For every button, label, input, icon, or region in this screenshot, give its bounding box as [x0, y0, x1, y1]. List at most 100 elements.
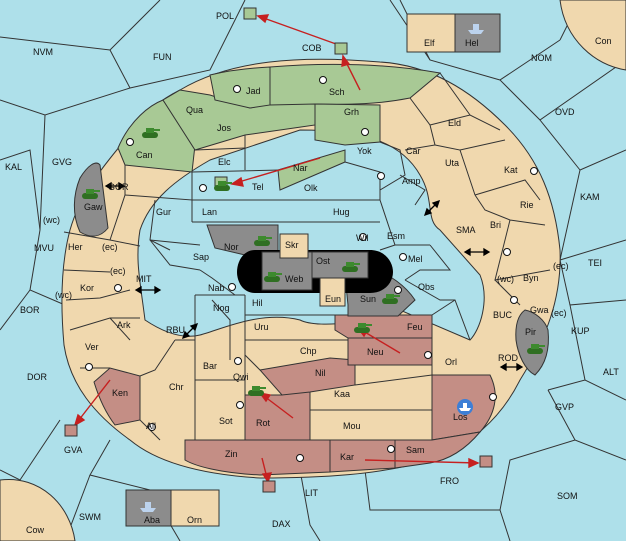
label-can: Can — [136, 150, 153, 160]
label-ec4: (ec) — [551, 308, 567, 318]
region-neu[interactable] — [347, 337, 433, 366]
label-rbu: RBU — [166, 325, 185, 335]
label-grh: Grh — [344, 107, 359, 117]
label-los: Los — [453, 412, 468, 422]
tank-icon — [382, 294, 400, 304]
label-sma: SMA — [456, 225, 476, 235]
label-dor: DOR — [27, 372, 48, 382]
label-pir: Pir — [525, 327, 536, 337]
label-aba: Aba — [144, 515, 160, 525]
label-qua: Qua — [186, 105, 203, 115]
label-con: Con — [595, 36, 612, 46]
label-skr: Skr — [285, 240, 299, 250]
label-nil: Nil — [315, 368, 326, 378]
label-yok: Yok — [357, 146, 372, 156]
label-amp: Amp — [402, 176, 421, 186]
tank-icon — [342, 262, 360, 272]
region-elf[interactable] — [406, 13, 456, 53]
label-gaw: Gaw — [84, 202, 103, 212]
label-fro: FRO — [440, 476, 459, 486]
label-wil: Wil — [356, 233, 369, 243]
label-nor: Nor — [224, 242, 239, 252]
label-tel: Tel — [252, 182, 264, 192]
region-ken[interactable] — [93, 367, 141, 426]
label-kup: KUP — [571, 326, 590, 336]
label-wc1: (wc) — [43, 215, 60, 225]
tank-icon — [264, 272, 282, 282]
label-nom: NOM — [531, 53, 552, 63]
label-swm: SWM — [79, 512, 101, 522]
label-elc: Elc — [218, 157, 231, 167]
label-uru: Uru — [254, 322, 269, 332]
label-hug: Hug — [333, 207, 350, 217]
tank-icon — [527, 344, 545, 354]
label-nar: Nar — [293, 163, 308, 173]
label-hel: Hel — [465, 38, 479, 48]
label-her: Her — [68, 242, 83, 252]
label-ost: Ost — [316, 256, 331, 266]
label-ovd: OVD — [555, 107, 575, 117]
label-ec3: (ec) — [553, 261, 569, 271]
ship-icon — [457, 399, 473, 415]
label-hil: Hil — [252, 298, 263, 308]
label-sch: Sch — [329, 87, 345, 97]
region-eun[interactable] — [319, 277, 346, 307]
region-labels: NVM FUN POL COB Elf Hel Con NOM OVD KAL … — [5, 11, 619, 535]
label-lan: Lan — [202, 207, 217, 217]
label-rod: ROD — [498, 353, 519, 363]
region-pir[interactable] — [515, 309, 549, 376]
retreat-boxes — [64, 7, 493, 493]
label-gwa: Gwa — [530, 305, 549, 315]
label-tei: TEI — [588, 258, 602, 268]
label-gvp: GVP — [555, 402, 574, 412]
label-cob: COB — [302, 43, 322, 53]
label-ver: Ver — [85, 342, 99, 352]
label-nvm: NVM — [33, 47, 53, 57]
label-som: SOM — [557, 491, 578, 501]
label-mel: Mel — [408, 254, 423, 264]
label-jad: Jad — [246, 86, 261, 96]
label-chr: Chr — [169, 382, 184, 392]
label-kam: KAM — [580, 192, 600, 202]
label-nog: Nog — [213, 303, 230, 313]
label-ec2: (ec) — [110, 266, 126, 276]
label-ec1: (ec) — [102, 242, 118, 252]
region-zin[interactable] — [184, 439, 331, 476]
region-con[interactable] — [559, 0, 626, 71]
ship-icon — [468, 24, 484, 34]
tank-icon — [214, 181, 232, 191]
label-ark: Ark — [117, 320, 131, 330]
label-sun: Sun — [360, 294, 376, 304]
label-mvu: MVU — [34, 243, 54, 253]
label-jos: Jos — [217, 123, 232, 133]
label-gur: Gur — [156, 207, 171, 217]
label-kar: Kar — [340, 452, 354, 462]
region-skr[interactable] — [279, 233, 309, 259]
label-esm: Esm — [387, 231, 405, 241]
region-orn[interactable] — [170, 489, 220, 527]
label-kal: KAL — [5, 162, 22, 172]
label-bor: BOR — [20, 305, 40, 315]
label-sam: Sam — [406, 445, 425, 455]
label-ail: Ail — [146, 421, 156, 431]
label-gva: GVA — [64, 445, 82, 455]
label-sap: Sap — [193, 252, 209, 262]
region-gaw[interactable] — [73, 162, 109, 237]
label-zin: Zin — [225, 449, 238, 459]
tank-icon — [142, 128, 160, 138]
tank-icon — [248, 386, 266, 396]
label-neu: Neu — [367, 347, 384, 357]
region-sam[interactable] — [394, 431, 482, 469]
label-ken: Ken — [112, 388, 128, 398]
tank-icon — [82, 189, 100, 199]
label-mit: MIT — [136, 274, 152, 284]
label-qwi: Qwi — [233, 372, 249, 382]
army-units — [82, 128, 545, 396]
label-fun: FUN — [153, 52, 172, 62]
label-kaa: Kaa — [334, 389, 350, 399]
label-rie: Rie — [520, 200, 534, 210]
label-eun: Eun — [325, 294, 341, 304]
label-wc2: (wc) — [55, 290, 72, 300]
double-arrows — [104, 181, 524, 372]
